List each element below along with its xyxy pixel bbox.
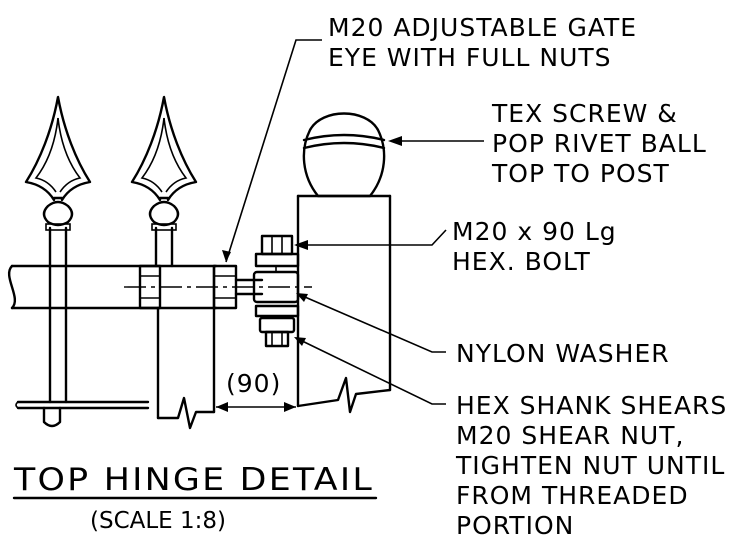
- hex-bolt-head: [254, 234, 300, 268]
- hex-bolt-line-2: HEX. BOLT: [452, 247, 591, 276]
- ball-top: [302, 112, 386, 198]
- ball-top-line-3: TOP TO POST: [491, 159, 670, 188]
- spear-picket-left: [24, 95, 92, 404]
- bottom-rail: [15, 400, 150, 428]
- callout-shear-nut: HEX SHANK SHEARS M20 SHEAR NUT, TIGHTEN …: [455, 391, 727, 540]
- shear-nut-line-3: TIGHTEN NUT UNTIL: [455, 451, 725, 480]
- callout-hex-bolt: M20 x 90 Lg HEX. BOLT: [452, 217, 617, 276]
- nylon-washer-line-1: NYLON WASHER: [456, 339, 670, 368]
- shear-nut-line-4: FROM THREADED: [456, 481, 689, 510]
- callout-gate-eye: M20 ADJUSTABLE GATE EYE WITH FULL NUTS: [328, 13, 637, 72]
- spear-picket-right: [130, 95, 198, 268]
- shear-nut-line-5: PORTION: [456, 511, 574, 540]
- top-rail: [7, 264, 218, 310]
- detail-title-block: TOP HINGE DETAIL (SCALE 1:8): [12, 462, 378, 534]
- nylon-washer: [254, 304, 300, 318]
- ball-top-line-1: TEX SCREW &: [491, 99, 678, 128]
- dimension-90: (90): [216, 369, 296, 412]
- hinge-eye: [252, 266, 300, 304]
- gate-eye-line-1: M20 ADJUSTABLE GATE: [328, 13, 637, 42]
- ball-top-line-2: POP RIVET BALL: [492, 129, 707, 158]
- callout-ball-top: TEX SCREW & POP RIVET BALL TOP TO POST: [491, 99, 707, 188]
- detail-scale: (SCALE 1:8): [90, 508, 226, 534]
- gate-eye-line-2: EYE WITH FULL NUTS: [328, 43, 612, 72]
- gate-stile: [156, 264, 216, 430]
- dimension-label: (90): [226, 369, 281, 398]
- post: [296, 194, 392, 414]
- hex-bolt-line-1: M20 x 90 Lg: [452, 217, 617, 246]
- shear-nut-line-2: M20 SHEAR NUT,: [456, 421, 684, 450]
- threaded-rod: [234, 278, 264, 296]
- shear-nut: [258, 316, 296, 348]
- callout-nylon-washer: NYLON WASHER: [456, 339, 670, 368]
- leader-lines: [222, 39, 484, 405]
- detail-title: TOP HINGE DETAIL: [13, 462, 374, 498]
- shear-nut-line-1: HEX SHANK SHEARS: [456, 391, 727, 420]
